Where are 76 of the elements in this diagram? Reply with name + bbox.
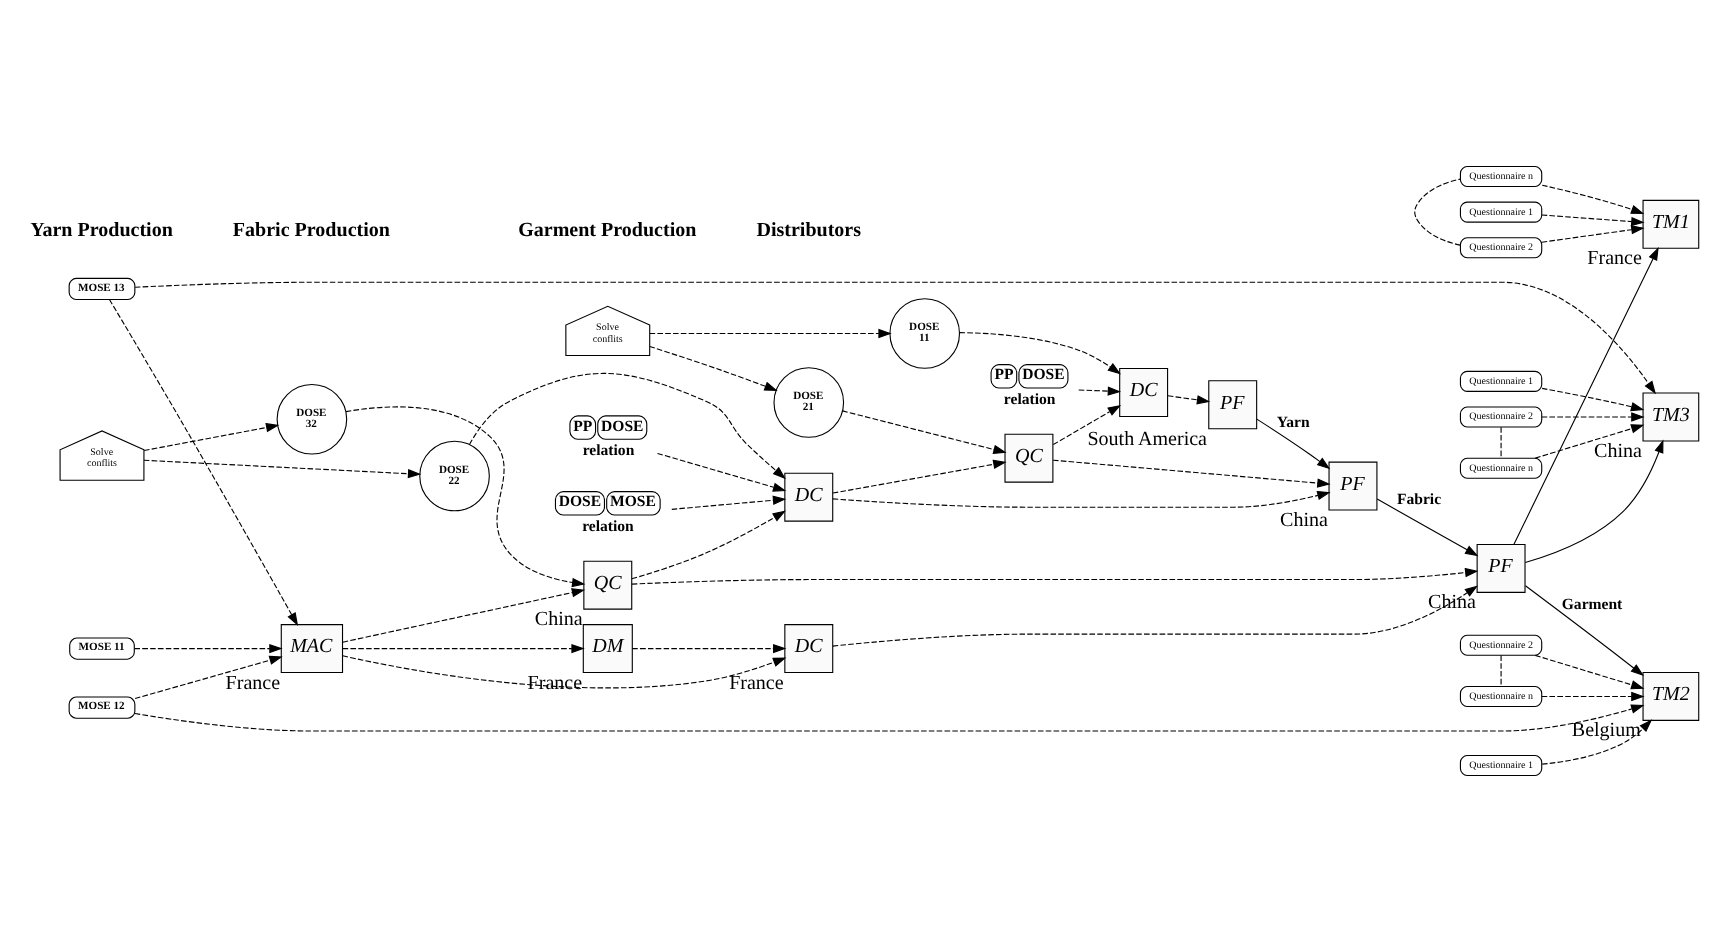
node-box: DC — [784, 471, 834, 521]
arrow — [832, 584, 1479, 646]
node-label: China — [1280, 509, 1328, 532]
node-label: China — [1594, 439, 1642, 462]
arrow — [134, 654, 283, 699]
arrow — [1541, 183, 1645, 213]
connector — [1500, 425, 1502, 458]
node-label: Belgium — [1571, 719, 1641, 742]
arrow — [134, 703, 1645, 731]
node-label: relation — [582, 515, 634, 534]
connector — [1500, 653, 1502, 686]
node-box: DM — [582, 623, 633, 673]
arrow — [468, 371, 786, 479]
arrow — [631, 566, 1479, 584]
arrow — [1167, 394, 1211, 404]
node-label: relation — [582, 440, 635, 459]
arrow — [1534, 653, 1645, 689]
arrow — [134, 642, 283, 653]
connector — [1414, 177, 1461, 245]
arrow — [631, 642, 787, 653]
arrow — [649, 327, 892, 338]
node-label: France — [729, 671, 784, 694]
arrow — [1256, 417, 1331, 469]
arrow — [143, 458, 422, 478]
arrow — [109, 298, 299, 626]
arrow — [345, 405, 586, 587]
node-box: DC — [784, 623, 834, 673]
arrow — [1541, 386, 1645, 411]
arrow — [1078, 385, 1122, 395]
arrow — [1534, 423, 1645, 458]
arrow — [342, 642, 585, 653]
arrow — [1541, 411, 1645, 421]
arrow — [841, 409, 1007, 453]
node-label: South America — [1087, 427, 1208, 450]
arrow — [656, 451, 787, 491]
arrow — [143, 422, 280, 451]
node-box: PF — [1208, 379, 1258, 429]
arrow — [1541, 690, 1645, 701]
arrow — [1052, 404, 1122, 445]
arrow — [134, 280, 1656, 394]
arrow — [1524, 438, 1664, 563]
arrow — [1052, 458, 1331, 487]
arrow — [1513, 246, 1659, 544]
label: Fabric Production — [232, 218, 390, 241]
edge-label: Fabric — [1396, 489, 1442, 508]
arrow — [1541, 224, 1645, 242]
arrow — [1541, 718, 1653, 764]
arrow — [342, 654, 787, 688]
node-label: France — [1587, 247, 1642, 270]
node-box: TM3 — [1642, 391, 1700, 441]
node-box: DC — [1119, 367, 1169, 416]
arrow — [1541, 213, 1645, 226]
arrow — [832, 458, 1007, 493]
arrow — [1524, 584, 1644, 676]
label: Yarn Production — [30, 218, 173, 241]
node-box: TM1 — [1642, 198, 1700, 248]
node-box: PF — [1476, 542, 1526, 592]
node-label: relation — [1003, 388, 1056, 407]
node-box: TM2 — [1642, 671, 1700, 720]
label: Garment Production — [518, 218, 697, 241]
arrow — [959, 331, 1122, 374]
arrow — [631, 509, 786, 579]
edge-label: Garment — [1561, 593, 1623, 612]
arrow — [649, 344, 778, 390]
node-box: QC — [1004, 432, 1054, 482]
arrow — [671, 494, 787, 509]
node-label: China — [534, 608, 583, 631]
node-box: QC — [583, 559, 633, 609]
arrow — [1376, 497, 1479, 556]
arrow — [832, 489, 1331, 507]
node-label: France — [225, 671, 281, 694]
edge-label: Yarn — [1276, 412, 1310, 431]
node-box: MAC — [280, 623, 344, 673]
label: Distributors — [756, 218, 862, 241]
arrow — [342, 587, 586, 642]
node-box: PF — [1328, 460, 1378, 510]
